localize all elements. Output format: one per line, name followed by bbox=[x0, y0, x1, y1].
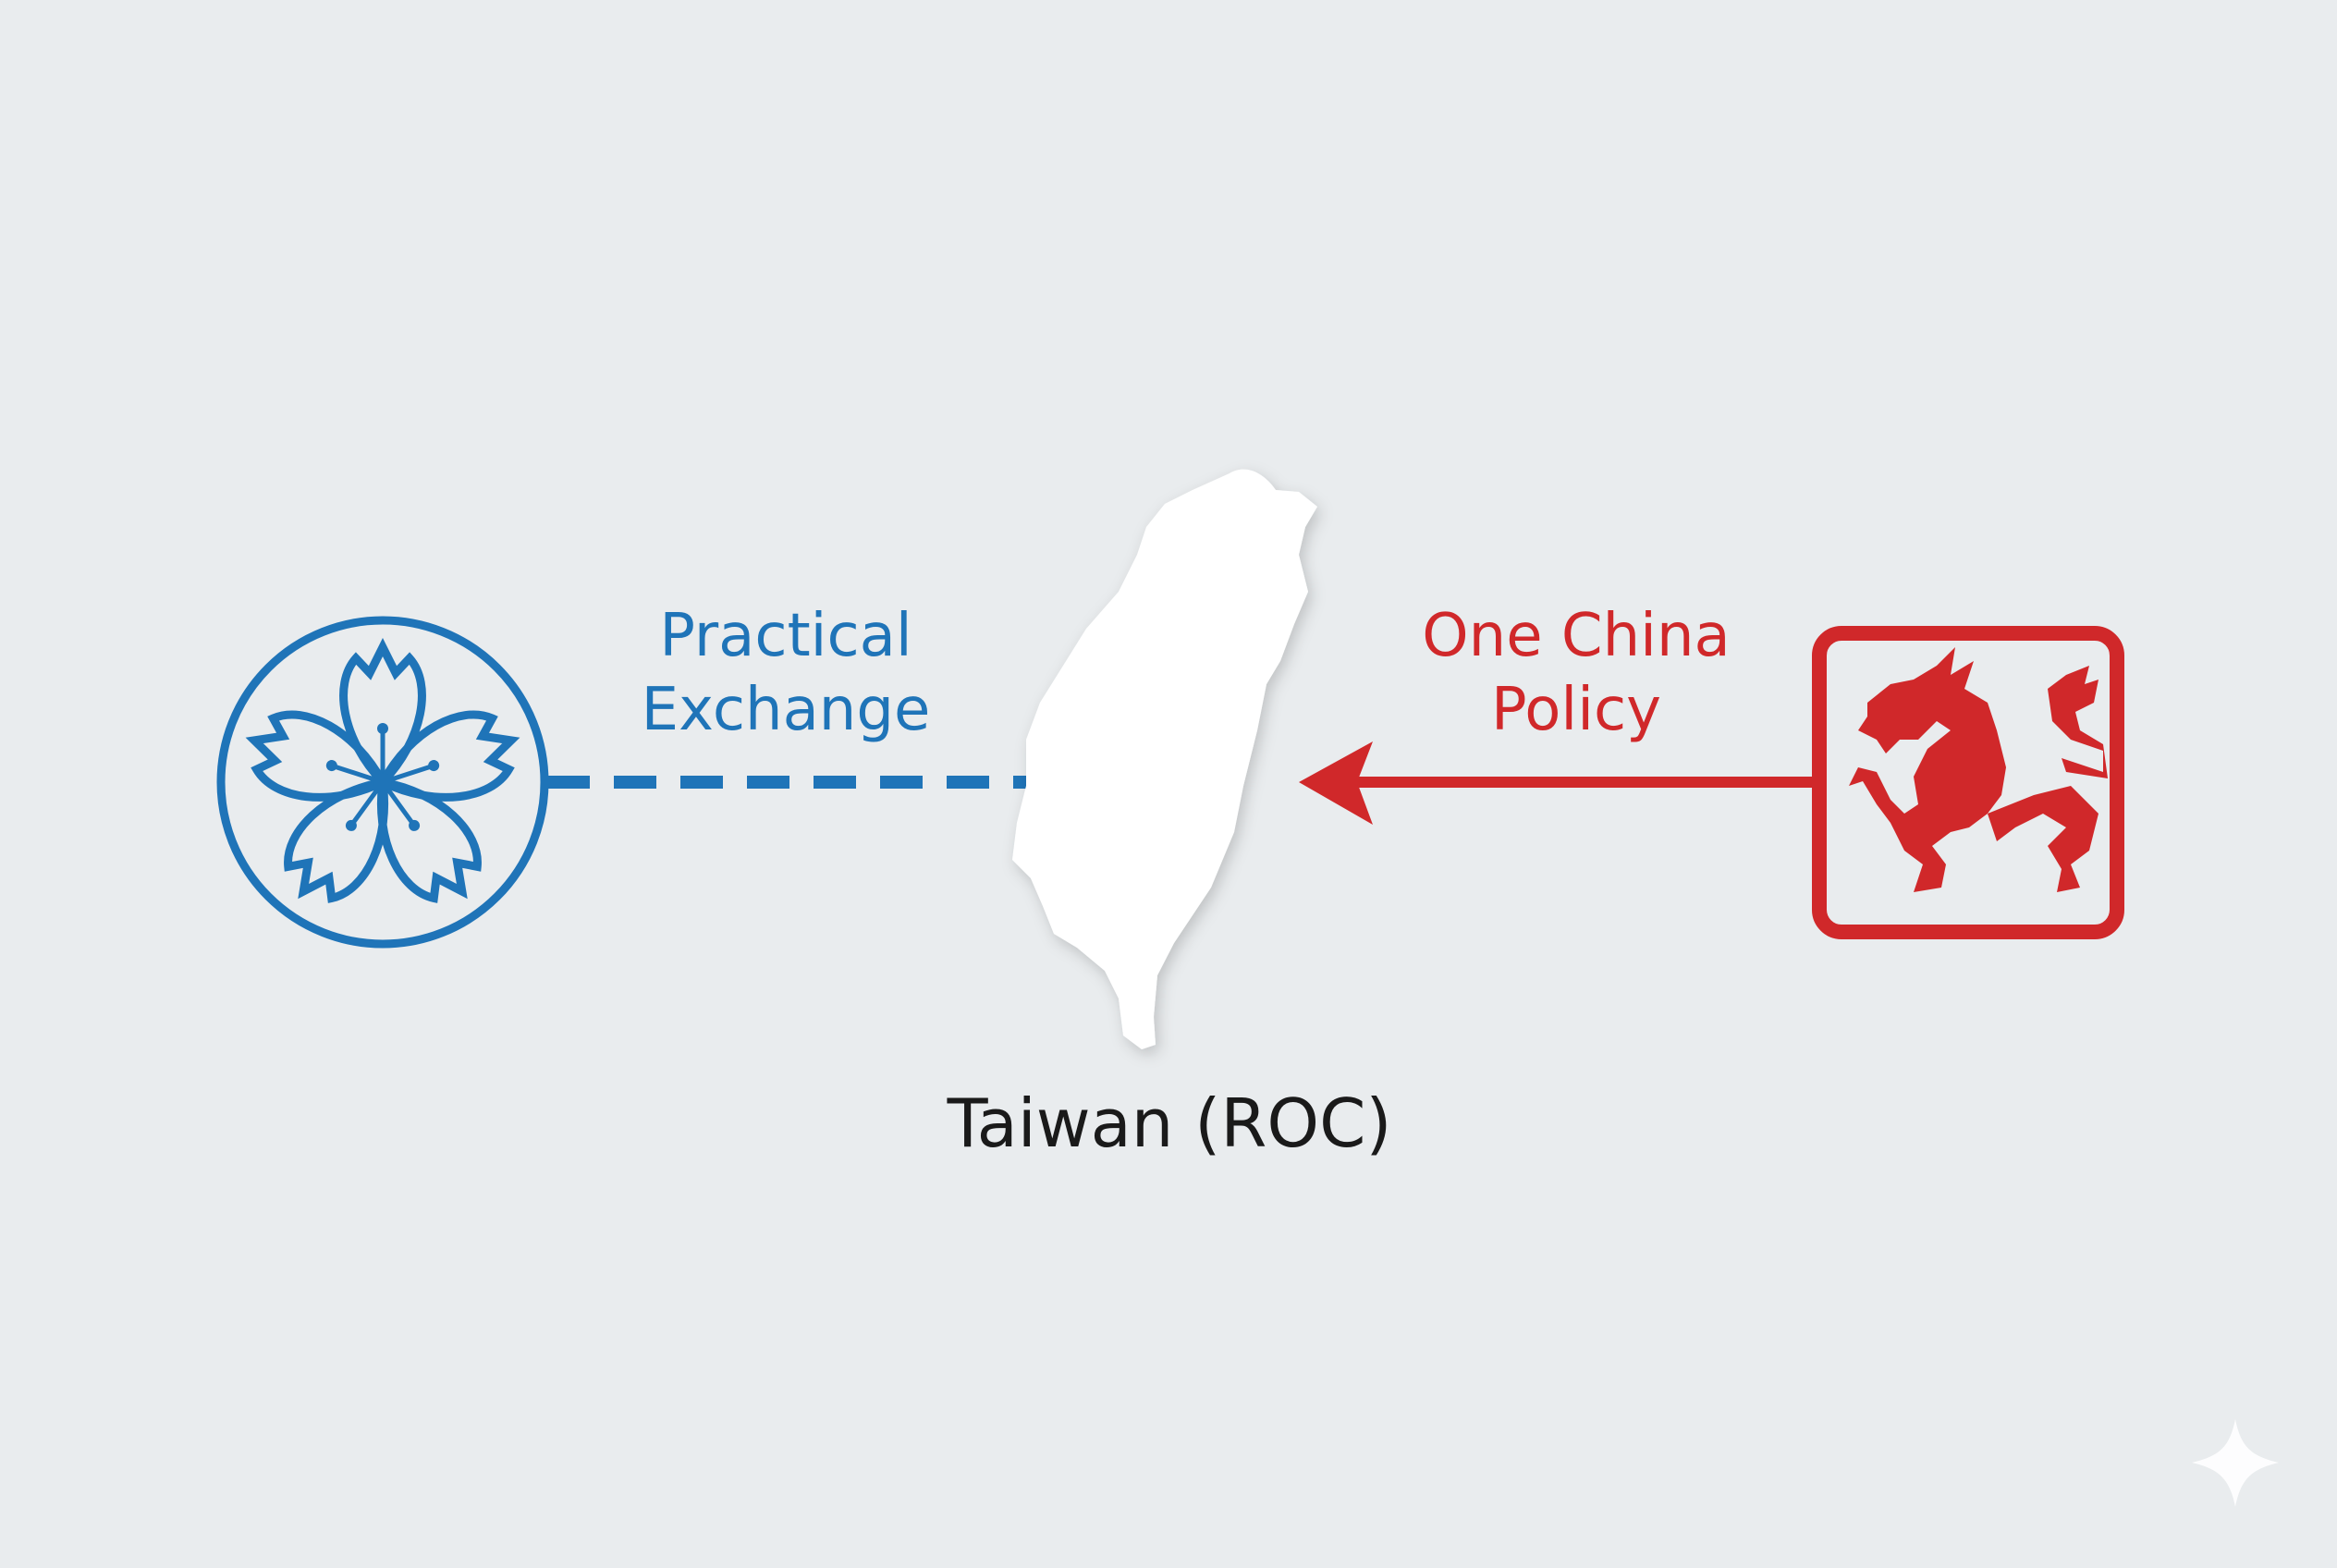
one-china-policy-line1: One China bbox=[1422, 602, 1731, 670]
dragon-seal-icon bbox=[1812, 626, 2124, 939]
practical-exchange-line1: Practical bbox=[659, 602, 912, 670]
one-china-policy-line2: Policy bbox=[1490, 676, 1662, 744]
practical-exchange-label: Practical Exchange bbox=[573, 599, 998, 747]
cherry-blossom-icon bbox=[216, 616, 549, 949]
taiwan-island-icon bbox=[1012, 469, 1317, 1050]
sparkle-icon bbox=[2192, 1419, 2279, 1507]
practical-exchange-line2: Exchange bbox=[641, 676, 931, 744]
red-arrow bbox=[1299, 741, 1814, 825]
one-china-policy-label: One China Policy bbox=[1359, 599, 1793, 747]
taiwan-label: Taiwan (ROC) bbox=[947, 1084, 1392, 1162]
